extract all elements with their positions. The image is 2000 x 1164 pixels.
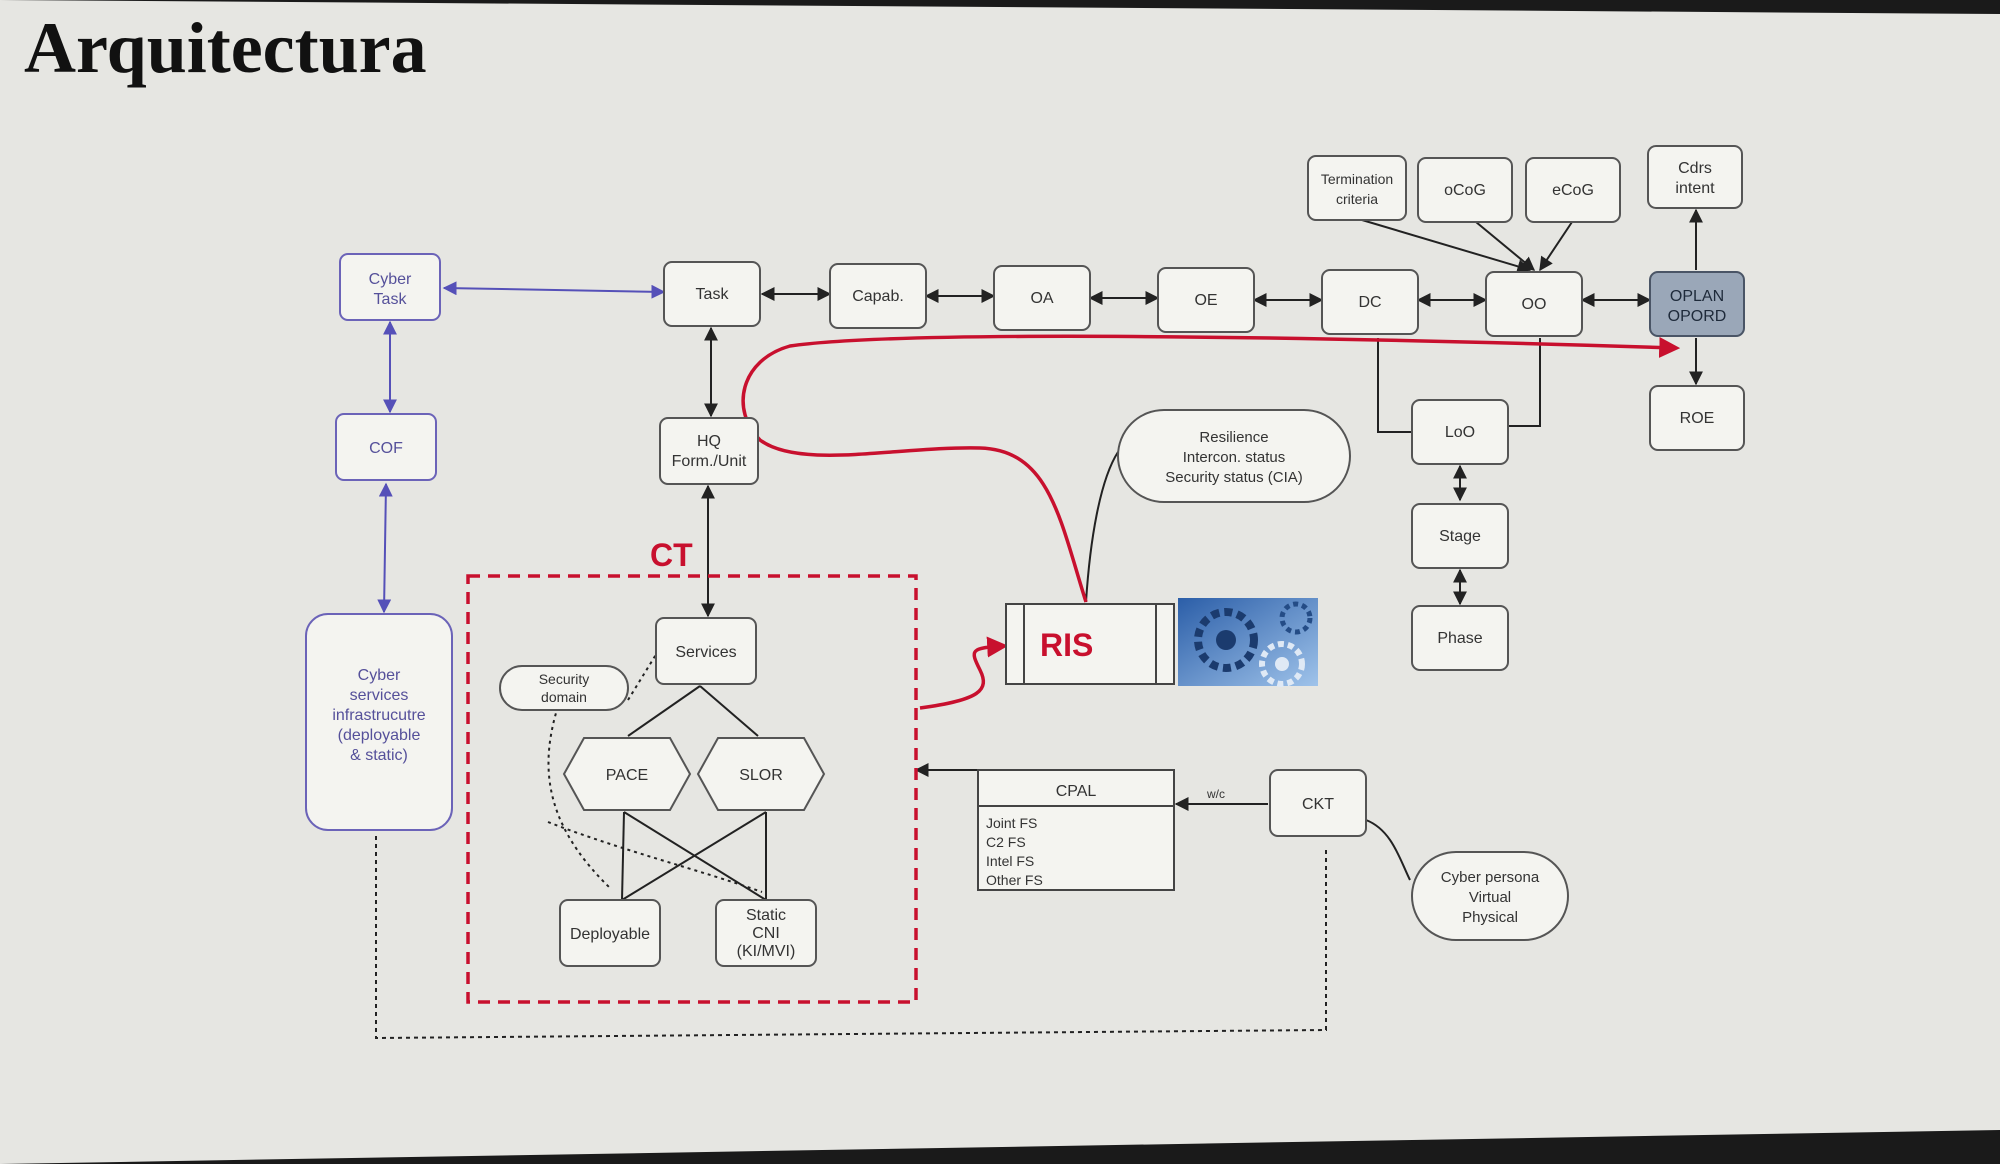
node-deployable[interactable]: Deployable <box>559 899 661 967</box>
cpal-item: Joint FS <box>986 815 1037 831</box>
node-cof[interactable]: COF <box>335 413 437 481</box>
node-task-label: Task <box>696 286 730 303</box>
node-phase-label: Phase <box>1437 630 1482 647</box>
node-cyber-services-line-5: & static) <box>350 747 408 764</box>
node-oe-label: OE <box>1194 292 1217 309</box>
node-security-domain[interactable]: Security domain <box>499 665 629 711</box>
node-cyber-services-line-2: services <box>350 687 409 704</box>
ris-label: RIS <box>1040 627 1093 663</box>
node-capab[interactable]: Capab. <box>829 263 927 329</box>
node-ckt-label: CKT <box>1302 796 1334 813</box>
node-cpal[interactable]: CPAL Joint FS C2 FS Intel FS Other FS <box>977 769 1175 891</box>
node-hq-form-unit[interactable]: HQ Form./Unit <box>659 417 759 485</box>
node-security-domain-line-2: domain <box>541 689 587 705</box>
gears-image <box>1178 598 1318 687</box>
node-ecog[interactable]: eCoG <box>1525 157 1621 223</box>
node-oo[interactable]: OO <box>1485 271 1583 337</box>
node-loo[interactable]: LoO <box>1411 399 1509 465</box>
cpal-item: C2 FS <box>986 834 1026 850</box>
node-pace[interactable]: PACE <box>562 737 692 811</box>
node-capab-label: Capab. <box>852 288 904 305</box>
node-cdrs-intent[interactable]: Cdrs intent <box>1647 145 1743 209</box>
node-ocog-label: oCoG <box>1444 182 1486 199</box>
node-static-cni-line-2: CNI <box>752 925 780 942</box>
node-security-domain-line-1: Security <box>539 671 590 687</box>
cpal-header: CPAL <box>1056 783 1097 800</box>
node-roe[interactable]: ROE <box>1649 385 1745 451</box>
node-services-label: Services <box>675 644 736 661</box>
ris-flows <box>741 334 1681 710</box>
cyber-edges <box>377 281 666 614</box>
node-static-cni-line-3: (KI/MVI) <box>737 943 796 960</box>
node-oplan-opord[interactable]: OPLAN OPORD <box>1649 271 1745 337</box>
node-cyber-services-line-1: Cyber <box>358 667 401 684</box>
node-slor[interactable]: SLOR <box>696 737 826 811</box>
node-termination-line-1: Termination <box>1321 171 1393 187</box>
node-deployable-label: Deployable <box>570 926 650 943</box>
node-phase[interactable]: Phase <box>1411 605 1509 671</box>
node-cyber-task-line-2: Task <box>374 291 408 308</box>
node-task[interactable]: Task <box>663 261 761 327</box>
node-oo-label: OO <box>1522 296 1547 313</box>
node-static-cni-line-1: Static <box>746 907 786 924</box>
node-stage[interactable]: Stage <box>1411 503 1509 569</box>
node-cyber-persona-line-1: Cyber persona <box>1441 869 1540 886</box>
node-resilience-line-2: Intercon. status <box>1183 449 1286 466</box>
node-resilience-line-1: Resilience <box>1199 429 1268 446</box>
node-dc-label: DC <box>1358 294 1381 311</box>
node-cyber-task-line-1: Cyber <box>369 271 412 288</box>
node-cyber-services-line-3: infrastrucutre <box>332 707 425 724</box>
node-termination-criteria[interactable]: Termination criteria <box>1307 155 1407 221</box>
node-ecog-label: eCoG <box>1552 182 1594 199</box>
node-loo-label: LoO <box>1445 424 1475 441</box>
node-cyber-persona[interactable]: Cyber persona Virtual Physical <box>1411 851 1569 941</box>
node-cyber-persona-line-2: Virtual <box>1469 889 1511 906</box>
node-oplan-line-1: OPLAN <box>1670 288 1724 305</box>
node-cyber-task[interactable]: Cyber Task <box>339 253 441 321</box>
slide-title: Arquitectura <box>24 8 427 88</box>
node-oplan-line-2: OPORD <box>1668 308 1727 325</box>
node-ris[interactable]: RIS <box>1005 603 1175 685</box>
node-resilience[interactable]: Resilience Intercon. status Security sta… <box>1117 409 1351 503</box>
node-static-cni[interactable]: Static CNI (KI/MVI) <box>715 899 817 967</box>
node-oa[interactable]: OA <box>993 265 1091 331</box>
ct-label: CT <box>650 537 693 573</box>
node-resilience-line-3: Security status (CIA) <box>1165 469 1303 486</box>
node-cdrs-line-2: intent <box>1675 180 1715 197</box>
ckt-edge-label: w/c <box>1206 787 1225 801</box>
node-oe[interactable]: OE <box>1157 267 1255 333</box>
node-services[interactable]: Services <box>655 617 757 685</box>
node-oa-label: OA <box>1030 290 1053 307</box>
node-dc[interactable]: DC <box>1321 269 1419 335</box>
node-ckt[interactable]: CKT <box>1269 769 1367 837</box>
node-stage-label: Stage <box>1439 528 1481 545</box>
node-hq-line-2: Form./Unit <box>672 453 747 470</box>
cpal-item: Intel FS <box>986 853 1034 869</box>
node-cyber-persona-line-3: Physical <box>1462 909 1518 926</box>
node-cof-label: COF <box>369 440 403 457</box>
node-hq-line-1: HQ <box>697 433 721 450</box>
node-cyber-services[interactable]: Cyber services infrastrucutre (deployabl… <box>305 613 453 831</box>
node-cdrs-line-1: Cdrs <box>1678 160 1712 177</box>
ct-region <box>466 574 918 1004</box>
node-termination-line-2: criteria <box>1336 191 1378 207</box>
node-pace-label: PACE <box>606 767 648 784</box>
edges <box>375 208 1703 1040</box>
node-ocog[interactable]: oCoG <box>1417 157 1513 223</box>
cpal-item: Other FS <box>986 872 1043 888</box>
node-roe-label: ROE <box>1680 410 1715 427</box>
node-slor-label: SLOR <box>739 767 783 784</box>
node-cyber-services-line-4: (deployable <box>338 727 421 744</box>
